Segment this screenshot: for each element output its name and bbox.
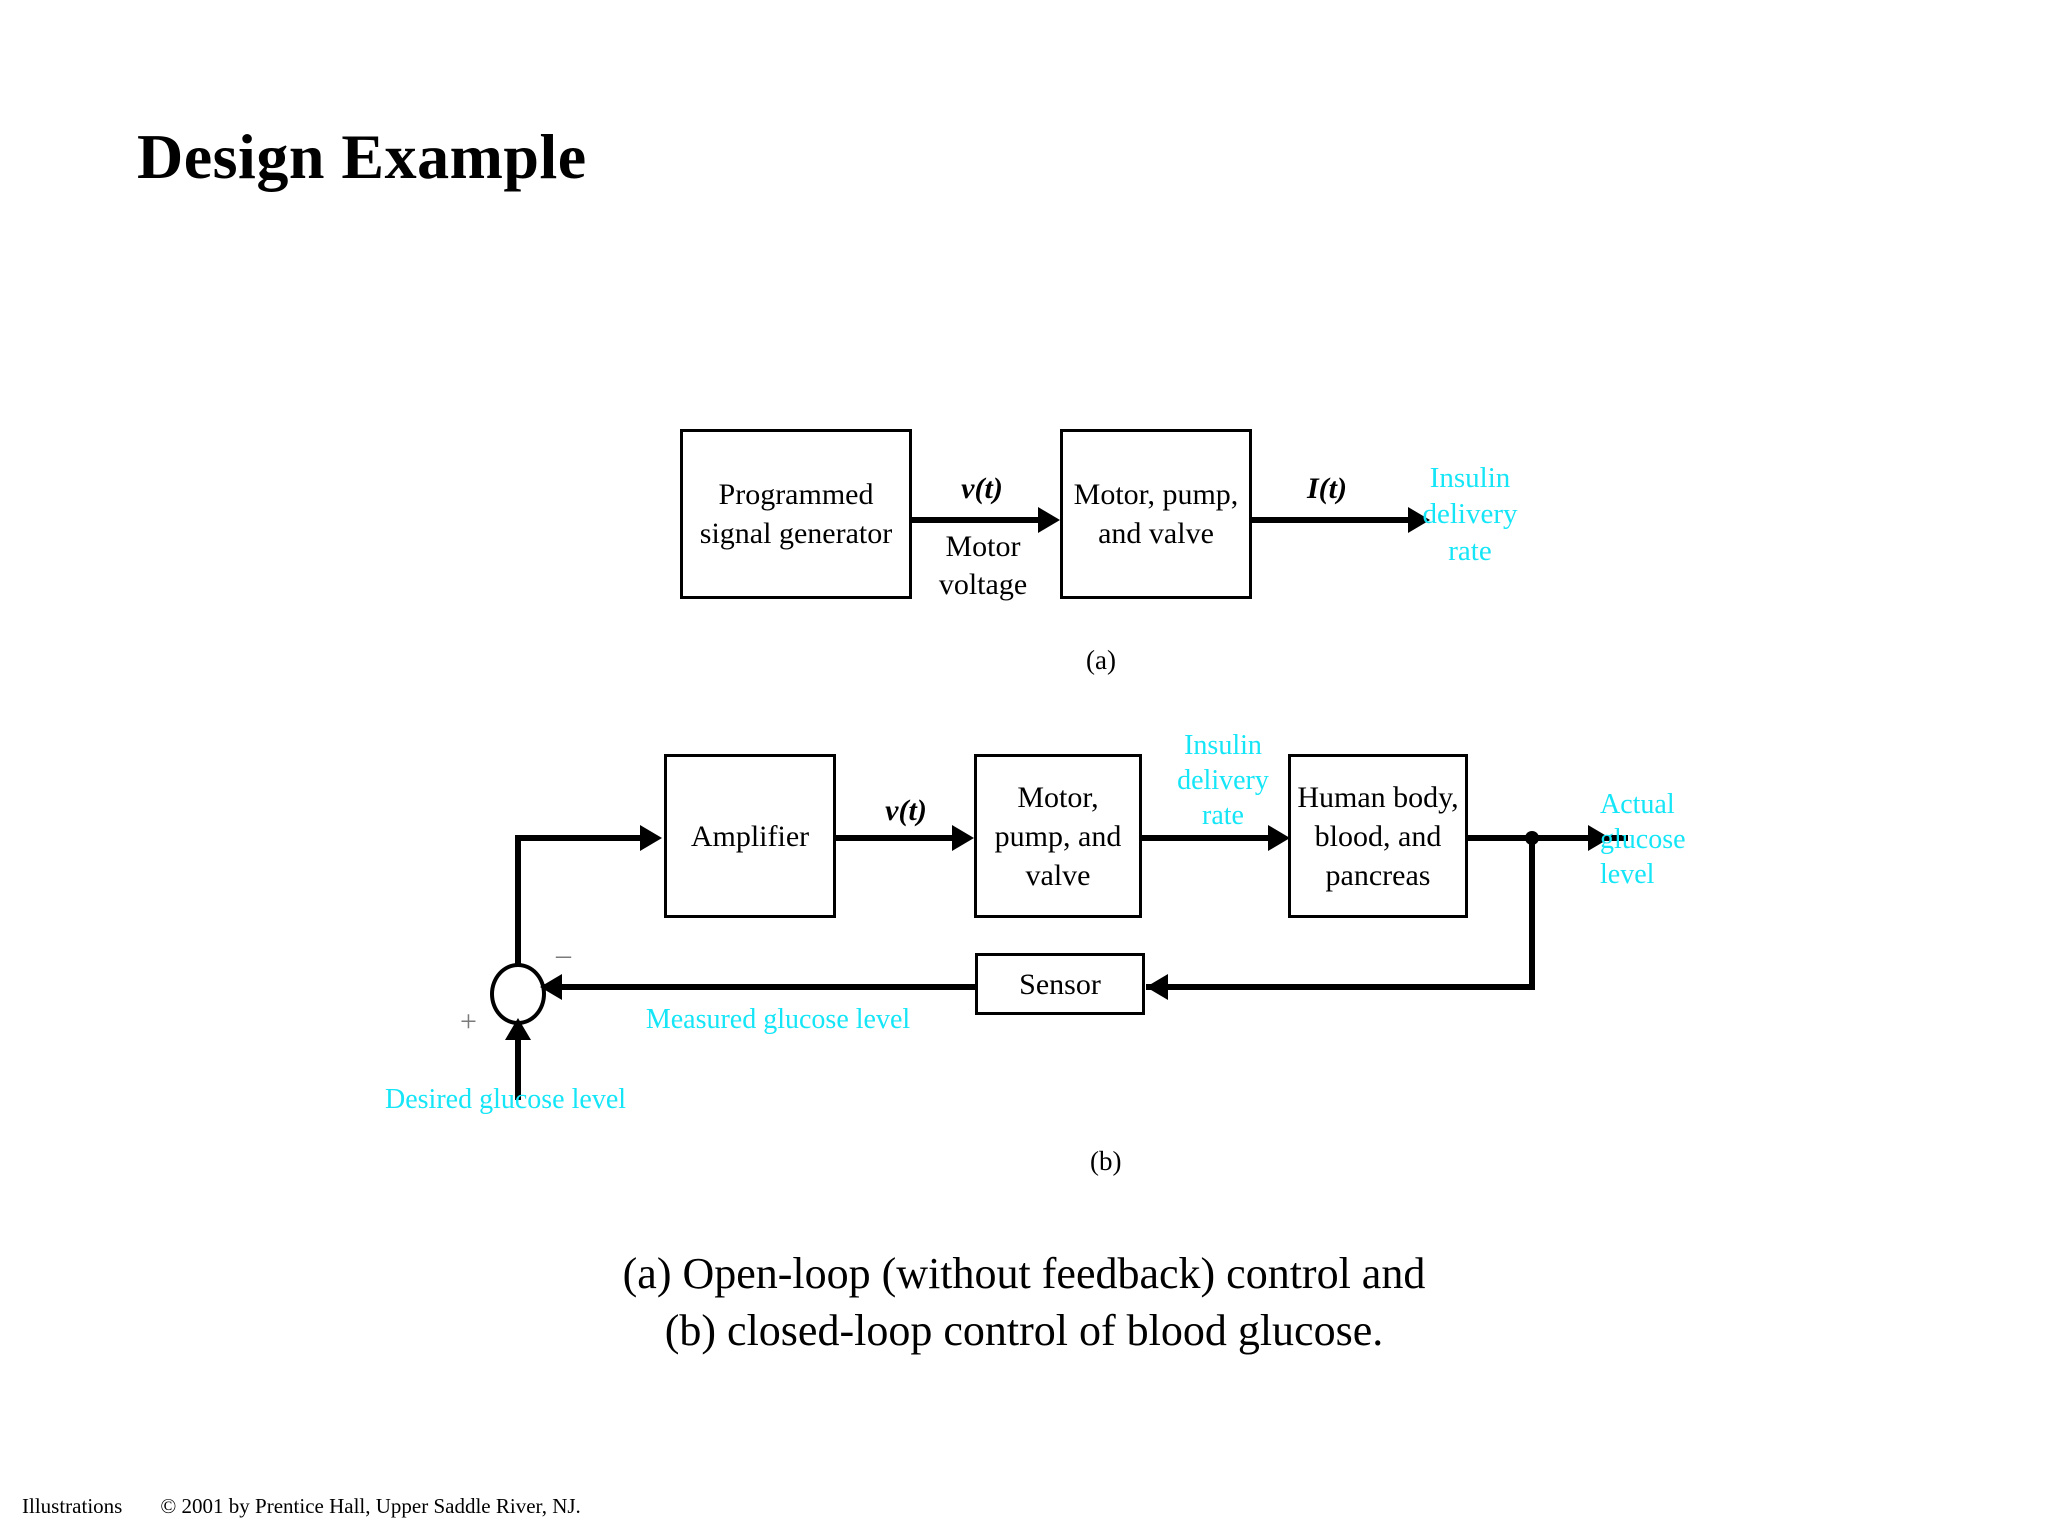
- page-title: Design Example: [137, 121, 587, 192]
- wire-b-feedback-vertical: [1529, 835, 1535, 990]
- signal-label-v-of-t-a: v(t): [961, 472, 1003, 505]
- wire-a-v-of-t: [912, 517, 1052, 523]
- wire-b-measured-glucose: [543, 984, 975, 990]
- block-label: Motor, pump, and valve: [1073, 478, 1239, 550]
- signal-label-motor-voltage: Motor voltage: [938, 530, 1028, 601]
- footer: Illustrations © 2001 by Prentice Hall, U…: [22, 1494, 581, 1519]
- block-programmed-signal-generator[interactable]: Programmed signal generator: [680, 429, 912, 599]
- summing-junction-negative-sign: –: [556, 938, 571, 971]
- block-label: Motor, pump, and valve: [994, 780, 1122, 892]
- arrowhead-b-desired-into-sum: [505, 1018, 531, 1040]
- arrowhead-a-output: [1408, 507, 1430, 533]
- block-motor-pump-valve-b[interactable]: Motor, pump, and valve: [974, 754, 1142, 918]
- signal-label-insulin-delivery-rate-a: Insulin delivery rate: [1422, 462, 1518, 567]
- figure-caption: (a) Open-loop (without feedback) control…: [622, 1249, 1426, 1356]
- wire-b-into-amplifier: [515, 835, 655, 841]
- wire-a-i-of-t: [1252, 517, 1422, 523]
- block-motor-pump-valve-a[interactable]: Motor, pump, and valve: [1060, 429, 1252, 599]
- arrowhead-b-into-human-body: [1268, 825, 1290, 851]
- sublabel-b: (b): [1090, 1146, 1122, 1176]
- signal-label-desired-glucose-level: Desired glucose level: [385, 1084, 627, 1115]
- wire-b-actual-glucose-out: [1468, 835, 1628, 841]
- wire-b-sum-to-amplifier-vertical: [515, 835, 521, 965]
- summing-junction[interactable]: [490, 963, 546, 1025]
- block-amplifier[interactable]: Amplifier: [664, 754, 836, 918]
- block-label: Amplifier: [690, 819, 810, 853]
- arrowhead-b-into-sum: [540, 974, 562, 1000]
- footer-label: Illustrations: [22, 1494, 123, 1518]
- signal-label-insulin-delivery-rate-b: Insulin delivery rate: [1177, 730, 1269, 831]
- signal-label-actual-glucose-level: Actual glucose level: [1600, 789, 1686, 890]
- wire-b-desired-input: [515, 1030, 521, 1100]
- wire-b-v-of-t: [836, 835, 966, 841]
- footer-copyright: © 2001 by Prentice Hall, Upper Saddle Ri…: [160, 1494, 581, 1518]
- summing-junction-positive-sign: +: [460, 1005, 477, 1038]
- signal-label-v-of-t-b: v(t): [885, 794, 927, 827]
- signal-label-measured-glucose-level: Measured glucose level: [645, 1004, 911, 1035]
- wire-b-feedback-into-sensor: [1146, 984, 1535, 990]
- arrowhead-b-into-sensor: [1146, 974, 1168, 1000]
- arrowhead-b-into-amplifier: [640, 825, 662, 851]
- arrowhead-b-output: [1588, 825, 1610, 851]
- block-label: Sensor: [1019, 967, 1101, 1001]
- wire-b-insulin-delivery: [1142, 835, 1282, 841]
- block-sensor[interactable]: Sensor: [975, 953, 1145, 1015]
- block-label: Human body, blood, and pancreas: [1297, 780, 1459, 892]
- arrowhead-a-into-motor: [1038, 507, 1060, 533]
- block-human-body[interactable]: Human body, blood, and pancreas: [1288, 754, 1468, 918]
- sublabel-a: (a): [1086, 645, 1116, 675]
- arrowhead-b-into-motor: [952, 825, 974, 851]
- block-label: Programmed signal generator: [699, 478, 893, 550]
- signal-label-i-of-t: I(t): [1307, 472, 1347, 505]
